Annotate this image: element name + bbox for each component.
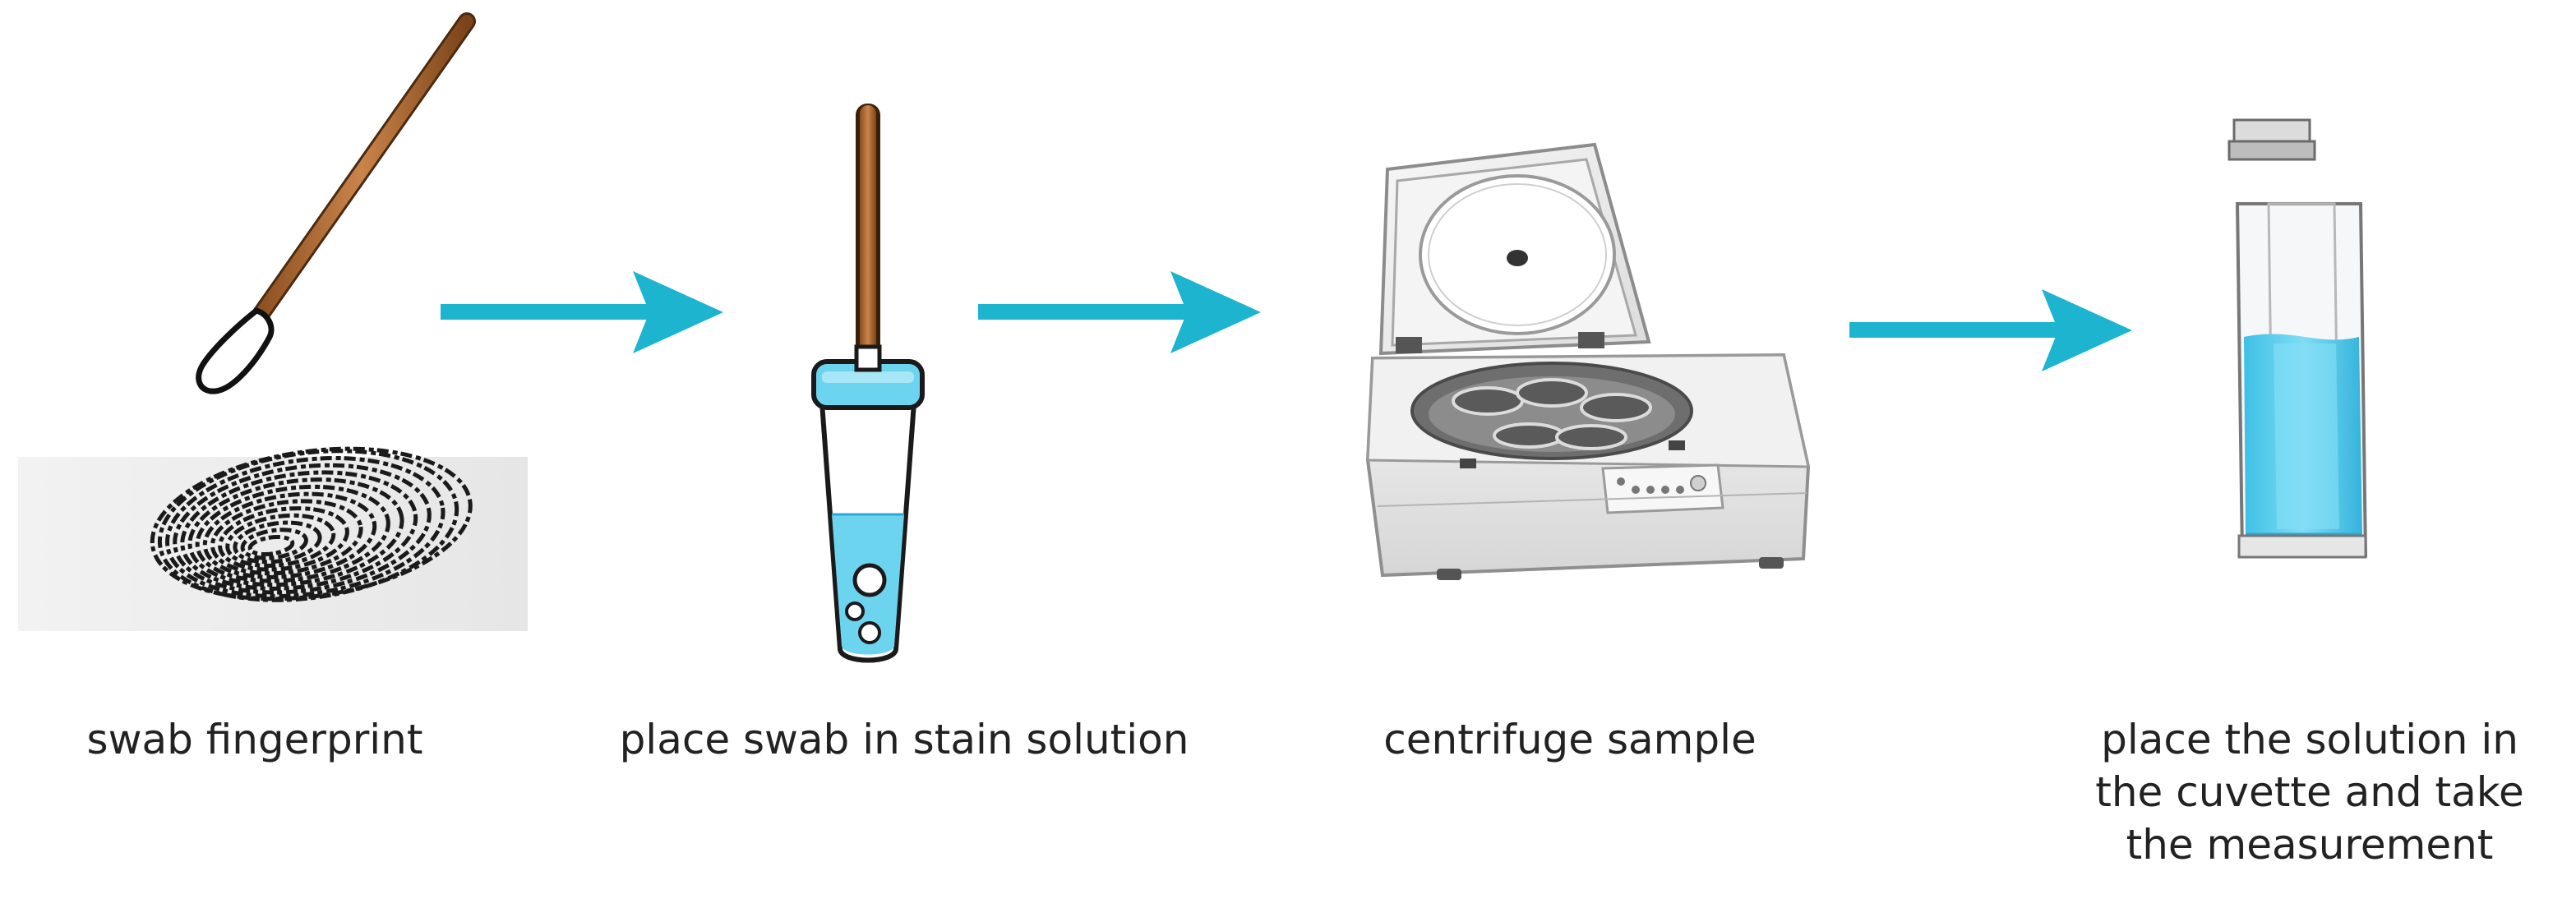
- fingerprint-ridge: [157, 449, 459, 602]
- fingerprint-ridge: [150, 446, 473, 601]
- fingerprint-ridge: [180, 470, 418, 591]
- caption-line: place swab in stain solution: [619, 716, 1189, 763]
- fingerprint-ridge: [225, 513, 336, 568]
- fingerprint-ridge: [247, 534, 295, 557]
- fingerprint-ridge: [165, 455, 445, 599]
- fingerprint-ridge: [218, 506, 349, 572]
- centrifuge-icon: [1365, 142, 1811, 580]
- caption-line: place the solution in: [2101, 716, 2518, 763]
- fingerprint-ridge: [233, 520, 322, 565]
- cotton-swab-icon: [196, 12, 476, 394]
- arrow-icon: [1849, 289, 2132, 371]
- arrow-icon: [441, 271, 723, 353]
- fingerprint-ridge: [240, 528, 308, 560]
- step-caption-centrifuge: centrifuge sample: [1332, 713, 1808, 766]
- fingerprint-ridge: [187, 477, 404, 588]
- caption-line: the cuvette and take: [2095, 768, 2524, 816]
- caption-line: swab fingerprint: [86, 716, 423, 763]
- caption-line: centrifuge sample: [1383, 716, 1757, 763]
- fingerprint-ridge: [173, 463, 432, 595]
- cuvette-icon: [2227, 118, 2368, 559]
- arrow-icon: [978, 271, 1261, 353]
- step-caption-cuvette: place the solution in the cuvette and ta…: [2055, 713, 2564, 871]
- caption-line: the measurement: [2126, 821, 2494, 869]
- fingerprint-icon: [18, 446, 528, 631]
- fingerprint-ridge: [195, 484, 390, 583]
- step-caption-stain: place swab in stain solution: [559, 713, 1249, 766]
- fingerprint-ridge: [210, 499, 363, 576]
- step-caption-swab: swab fingerprint: [33, 713, 477, 766]
- fingerprint-ridge: [202, 491, 377, 579]
- stain-tube-icon: [811, 104, 925, 663]
